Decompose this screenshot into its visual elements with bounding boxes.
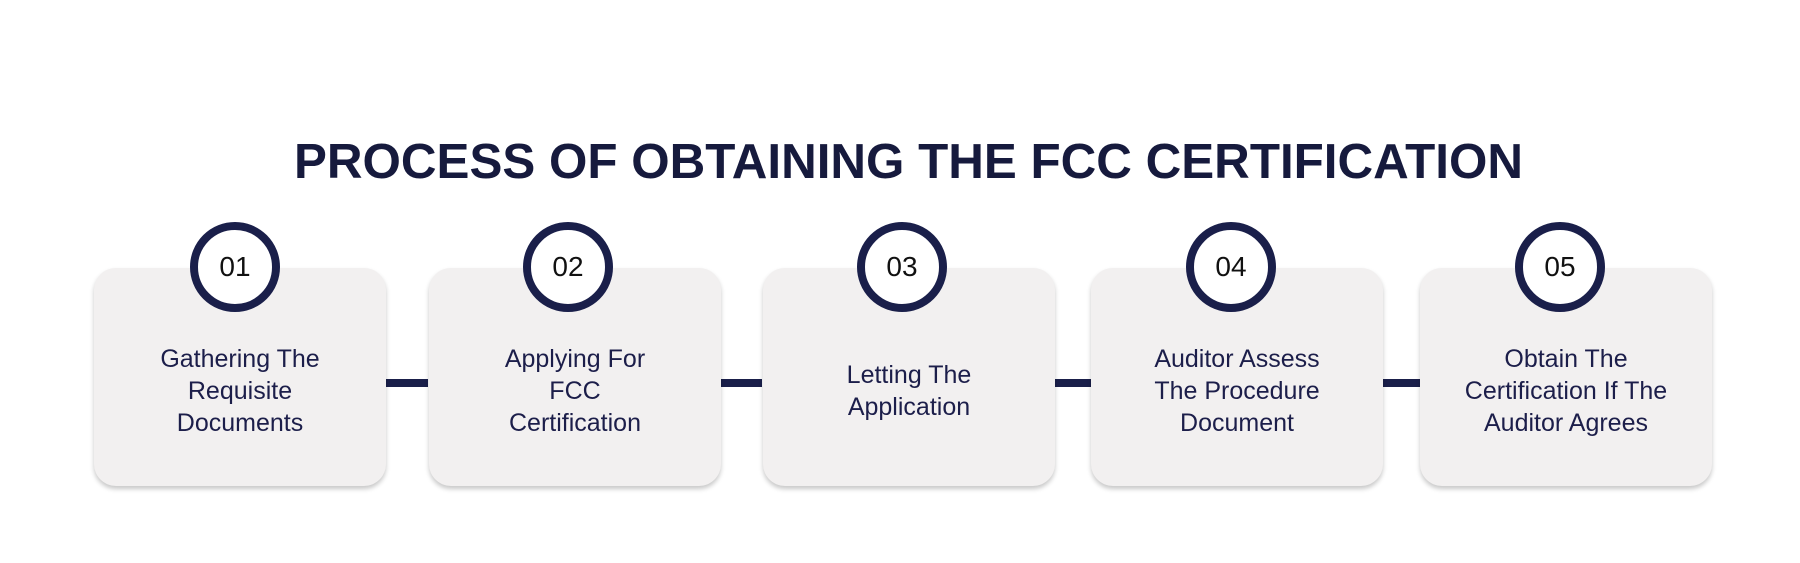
step-label: Obtain The Certification If The Auditor … (1464, 345, 1668, 437)
step-number-badge-2: 02 (523, 222, 613, 312)
step-label: Applying For FCC Certification (504, 345, 646, 437)
step-number-badge-3: 03 (857, 222, 947, 312)
connector-2-3 (721, 379, 762, 387)
step-number-badge-4: 04 (1186, 222, 1276, 312)
page-title: PROCESS OF OBTAINING THE FCC CERTIFICATI… (294, 135, 1523, 189)
connector-1-2 (386, 379, 428, 387)
connector-4-5 (1383, 379, 1420, 387)
page-title-text: PROCESS OF OBTAINING THE FCC CERTIFICATI… (294, 135, 1523, 189)
connector-3-4 (1055, 379, 1091, 387)
step-label: Auditor Assess The Procedure Document (1154, 345, 1320, 437)
step-label: Gathering The Requisite Documents (160, 345, 320, 437)
step-label: Letting The Application (846, 361, 972, 421)
step-number-badge-5: 05 (1515, 222, 1605, 312)
step-number-badge-1: 01 (190, 222, 280, 312)
